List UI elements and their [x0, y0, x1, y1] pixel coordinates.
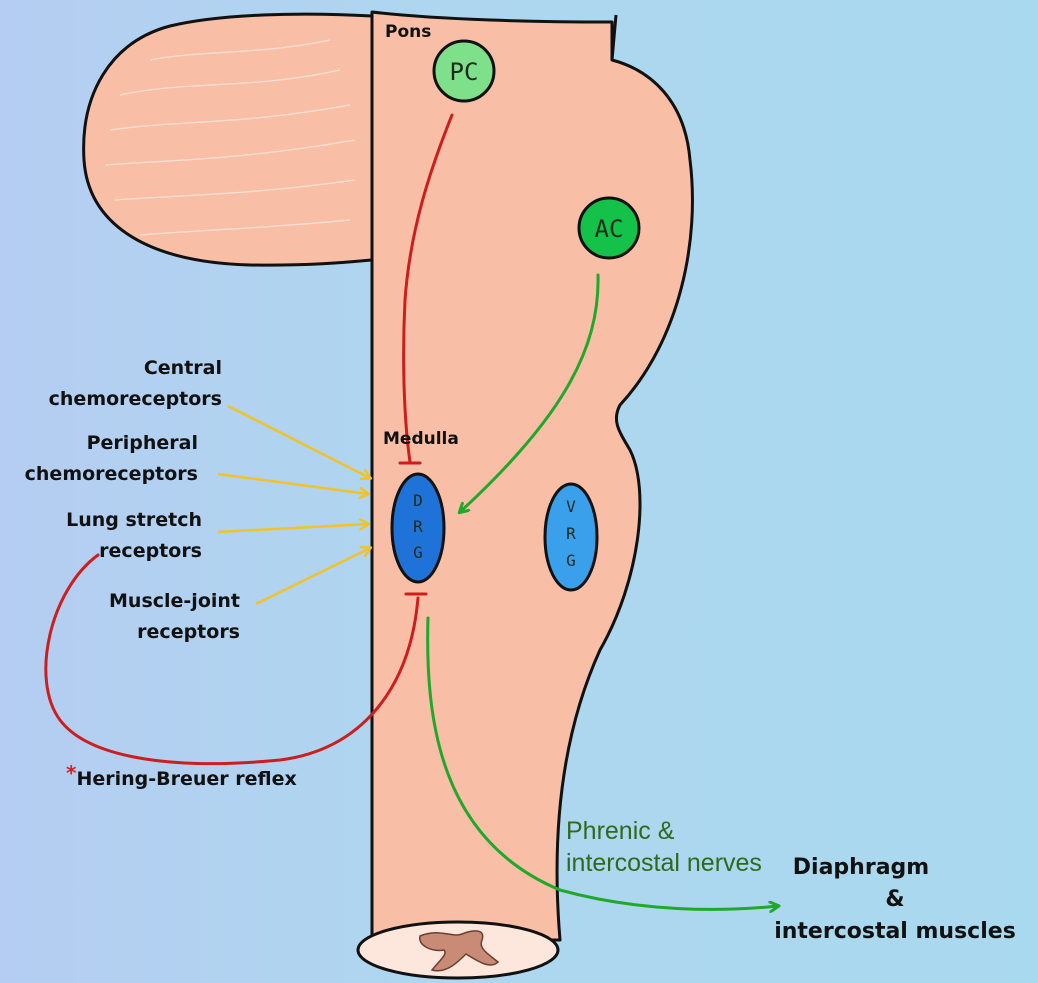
phrenic-intercostal-nerves-label: Phrenic & intercostal nerves	[566, 815, 762, 879]
target-line-2: &	[755, 884, 1035, 916]
drg-letter-g: G	[413, 543, 423, 562]
muscle-joint-receptors-label: Muscle-joint receptors	[109, 586, 240, 648]
hering-breuer-label: *Hering-Breuer reflex	[66, 764, 297, 795]
muscle-line-1: Muscle-joint	[109, 586, 240, 617]
nerves-line-2: intercostal nerves	[566, 847, 762, 879]
lung-stretch-arrow	[218, 524, 368, 532]
asterisk: *	[66, 761, 76, 785]
drg-letter-r: R	[413, 517, 423, 536]
peripheral-line-2: chemoreceptors	[25, 459, 198, 490]
target-line-1: Diaphragm	[755, 852, 1035, 884]
peripheral-line-1: Peripheral	[25, 428, 198, 459]
lung-line-2: receptors	[66, 536, 202, 567]
vrg-node: V R G	[545, 484, 597, 590]
ac-node: AC	[579, 198, 639, 258]
muscle-joint-arrow	[256, 548, 370, 604]
vrg-letter-v: V	[566, 497, 576, 516]
muscle-line-2: receptors	[109, 617, 240, 648]
drg-letter-d: D	[413, 491, 423, 510]
central-line-1: Central	[49, 353, 222, 384]
peripheral-chemoreceptors-label: Peripheral chemoreceptors	[25, 428, 198, 490]
pc-node: PC	[434, 41, 494, 101]
target-line-3: intercostal muscles	[755, 916, 1035, 948]
pc-label: PC	[450, 58, 479, 86]
ac-label: AC	[595, 215, 624, 243]
central-chemoreceptors-arrow	[228, 406, 370, 478]
hering-breuer-text: Hering-Breuer reflex	[76, 768, 296, 790]
pons-label: Pons	[385, 20, 431, 44]
drg-node: D R G	[392, 474, 444, 582]
vrg-letter-r: R	[566, 524, 576, 543]
peripheral-chemoreceptors-arrow	[218, 474, 368, 494]
vrg-letter-g: G	[566, 551, 576, 570]
medulla-label: Medulla	[383, 427, 459, 451]
central-chemoreceptors-label: Central chemoreceptors	[49, 353, 222, 415]
central-line-2: chemoreceptors	[49, 384, 222, 415]
diaphragm-intercostal-muscles-label: Diaphragm & intercostal muscles	[755, 852, 1035, 948]
lung-line-1: Lung stretch	[66, 505, 202, 536]
nerves-line-1: Phrenic &	[566, 815, 762, 847]
lung-stretch-receptors-label: Lung stretch receptors	[66, 505, 202, 567]
